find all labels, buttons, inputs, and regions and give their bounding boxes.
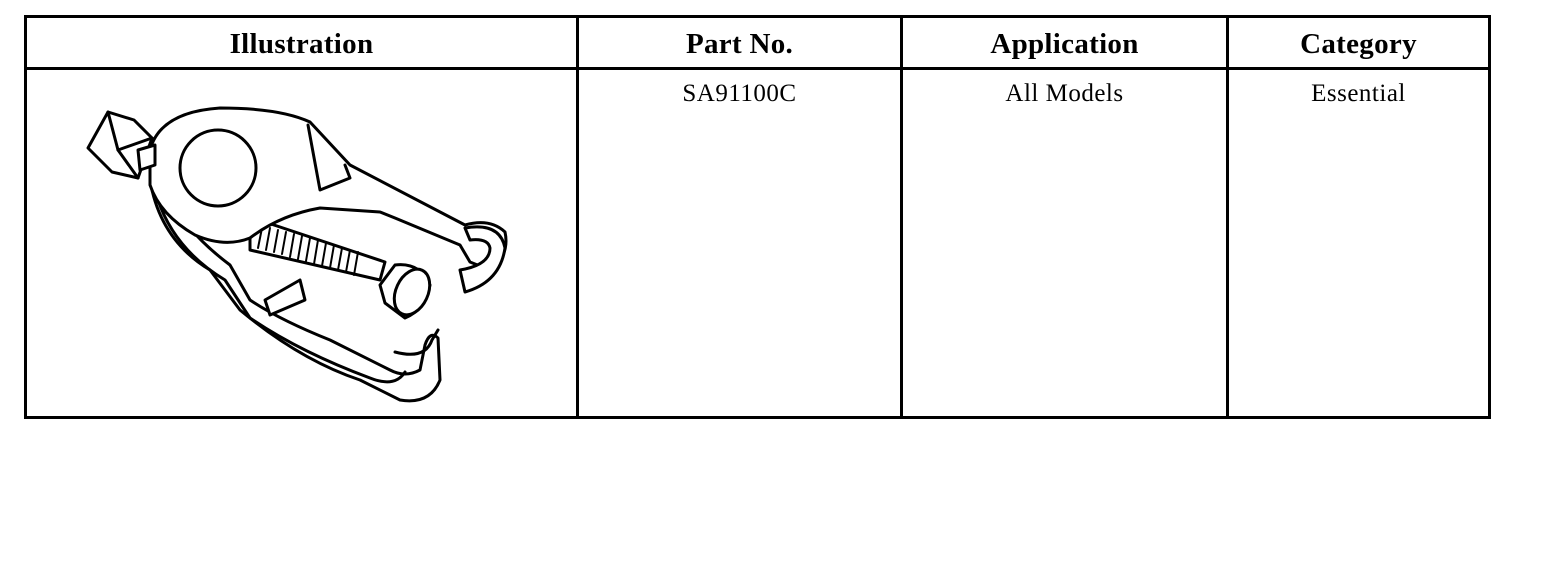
table-header-row <box>27 18 1488 70</box>
tool-table: Illustration Part No. Application Catego… <box>24 15 1491 419</box>
header-part-no: Part No. <box>685 27 794 60</box>
column-divider <box>576 18 579 416</box>
header-illustration: Illustration <box>229 27 374 60</box>
cell-part-no: SA91100C <box>682 80 797 107</box>
column-divider <box>1226 18 1229 416</box>
cell-application: All Models <box>1005 80 1124 107</box>
header-category: Category <box>1300 27 1417 60</box>
header-application: Application <box>990 27 1139 60</box>
cell-category: Essential <box>1311 80 1406 107</box>
puller-tool-icon <box>86 106 508 403</box>
column-divider <box>900 18 903 416</box>
